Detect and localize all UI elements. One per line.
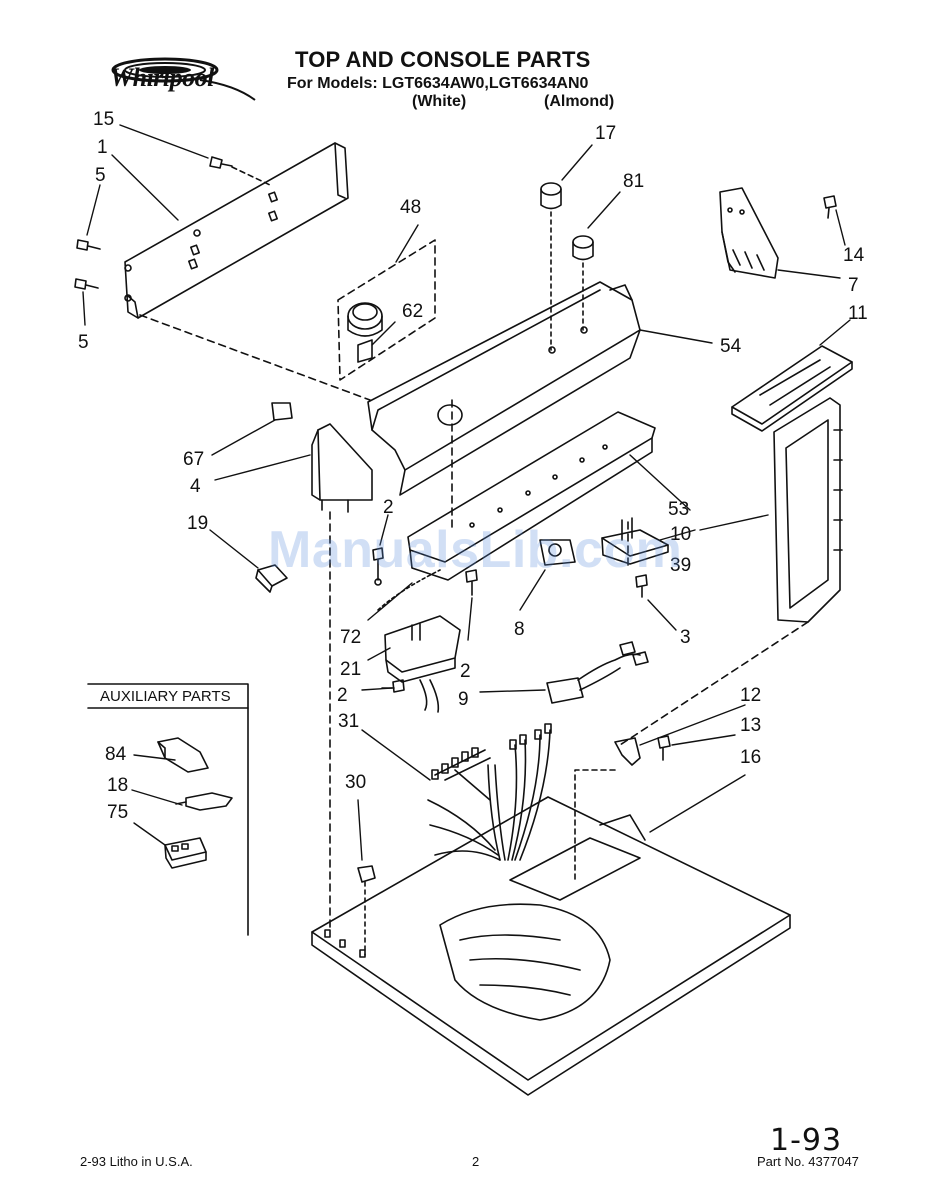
callout-54: 54 [720, 337, 741, 356]
callout-5-top: 5 [95, 166, 106, 185]
callout-19: 19 [187, 514, 208, 533]
assembly-lines [140, 315, 808, 930]
callout-9: 9 [458, 690, 469, 709]
lint-filter-11 [732, 346, 852, 431]
end-cap-7 [720, 188, 836, 278]
watermark: ManualsLib.com [268, 520, 682, 580]
callout-48: 48 [400, 198, 421, 217]
callout-8: 8 [514, 620, 525, 639]
top-cover-16 [312, 797, 790, 1095]
connector-9 [547, 642, 648, 703]
callout-4: 4 [190, 477, 201, 496]
handwritten-date: 1-93 [770, 1123, 842, 1158]
knobs-17-81 [541, 183, 593, 350]
callout-14: 14 [843, 246, 864, 265]
callout-3: 3 [680, 628, 691, 647]
callout-13: 13 [740, 716, 761, 735]
callout-67: 67 [183, 450, 204, 469]
callout-2-middle: 2 [460, 662, 471, 681]
callout-16: 16 [740, 748, 761, 767]
callout-2-lower: 2 [337, 686, 348, 705]
page-number: 2 [472, 1154, 479, 1169]
callout-84: 84 [105, 745, 126, 764]
end-cap-4 [272, 403, 372, 512]
callout-75: 75 [107, 803, 128, 822]
callout-21: 21 [340, 660, 361, 679]
callout-31: 31 [338, 712, 359, 731]
callout-62: 62 [402, 302, 423, 321]
clip-12 [575, 736, 670, 880]
callout-81: 81 [623, 172, 644, 191]
callout-7: 7 [848, 276, 859, 295]
callout-53: 53 [668, 500, 689, 519]
callout-5-bottom: 5 [78, 333, 89, 352]
wiring-harness-31 [428, 724, 551, 860]
callout-1: 1 [97, 138, 108, 157]
lint-housing-10 [774, 398, 842, 622]
callout-72: 72 [340, 628, 361, 647]
auxiliary-parts-title: AUXILIARY PARTS [100, 688, 231, 705]
callout-18: 18 [107, 776, 128, 795]
callout-11: 11 [848, 304, 868, 323]
callout-15: 15 [93, 110, 114, 129]
callout-2-upper: 2 [383, 498, 394, 517]
clip-30 [358, 866, 375, 955]
litho-note: 2-93 Litho in U.S.A. [80, 1154, 193, 1169]
callout-12: 12 [740, 686, 761, 705]
callout-17: 17 [595, 124, 616, 143]
timer-motor-21 [378, 570, 460, 712]
callout-30: 30 [345, 773, 366, 792]
